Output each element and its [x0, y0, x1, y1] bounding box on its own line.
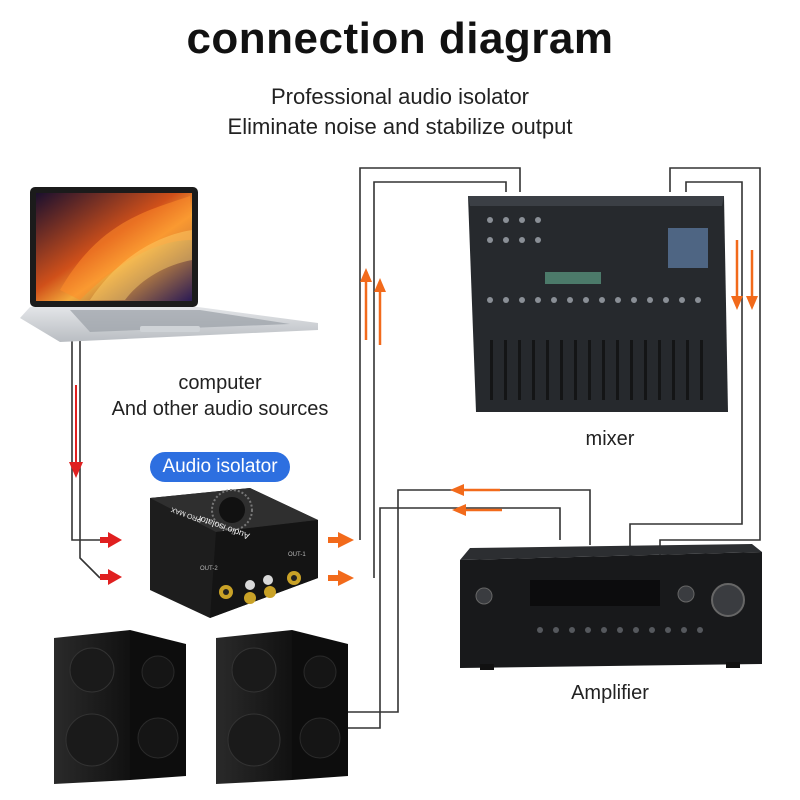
isolator-illustration: Audio isolator PRO MAX OUT-1 OUT-2 — [150, 488, 318, 618]
cable-isolator-to-mixer-2 — [373, 181, 507, 578]
computer-label: computer — [178, 372, 262, 394]
cable-amp-to-speaker-1 — [348, 507, 561, 729]
cable-mixer-to-amp-2 — [629, 181, 743, 560]
cable-computer-to-isolator-1 — [71, 336, 100, 541]
cable-mixer-to-amp-1 — [659, 167, 761, 560]
isolator-out1-label: OUT-1 — [288, 552, 306, 558]
cables — [71, 167, 761, 729]
speaker-pair-left — [54, 630, 186, 784]
mixer-faders — [490, 340, 703, 400]
mixer-label: mixer — [585, 428, 635, 450]
laptop-illustration — [20, 187, 318, 342]
mixer-illustration — [468, 196, 728, 412]
cable-isolator-to-mixer-1 — [359, 167, 521, 540]
isolator-out2-label: OUT-2 — [200, 566, 218, 572]
cable-computer-to-isolator-2 — [79, 336, 101, 579]
audio-sources-label: And other audio sources — [111, 398, 329, 420]
subtitle-line-1: Professional audio isolator — [270, 84, 530, 109]
orange-arrows — [328, 240, 758, 586]
red-arrows — [69, 385, 122, 585]
mixer-knobs — [487, 217, 701, 303]
amplifier-label: Amplifier — [571, 682, 649, 704]
diagram-title: connection diagram — [186, 14, 614, 63]
audio-isolator-badge: Audio isolator — [150, 452, 290, 482]
subtitle-line-2: Eliminate noise and stabilize output — [227, 114, 573, 139]
speaker-pair-right — [216, 630, 348, 784]
amplifier-illustration — [460, 544, 762, 670]
cable-amp-to-speaker-2 — [348, 489, 591, 713]
